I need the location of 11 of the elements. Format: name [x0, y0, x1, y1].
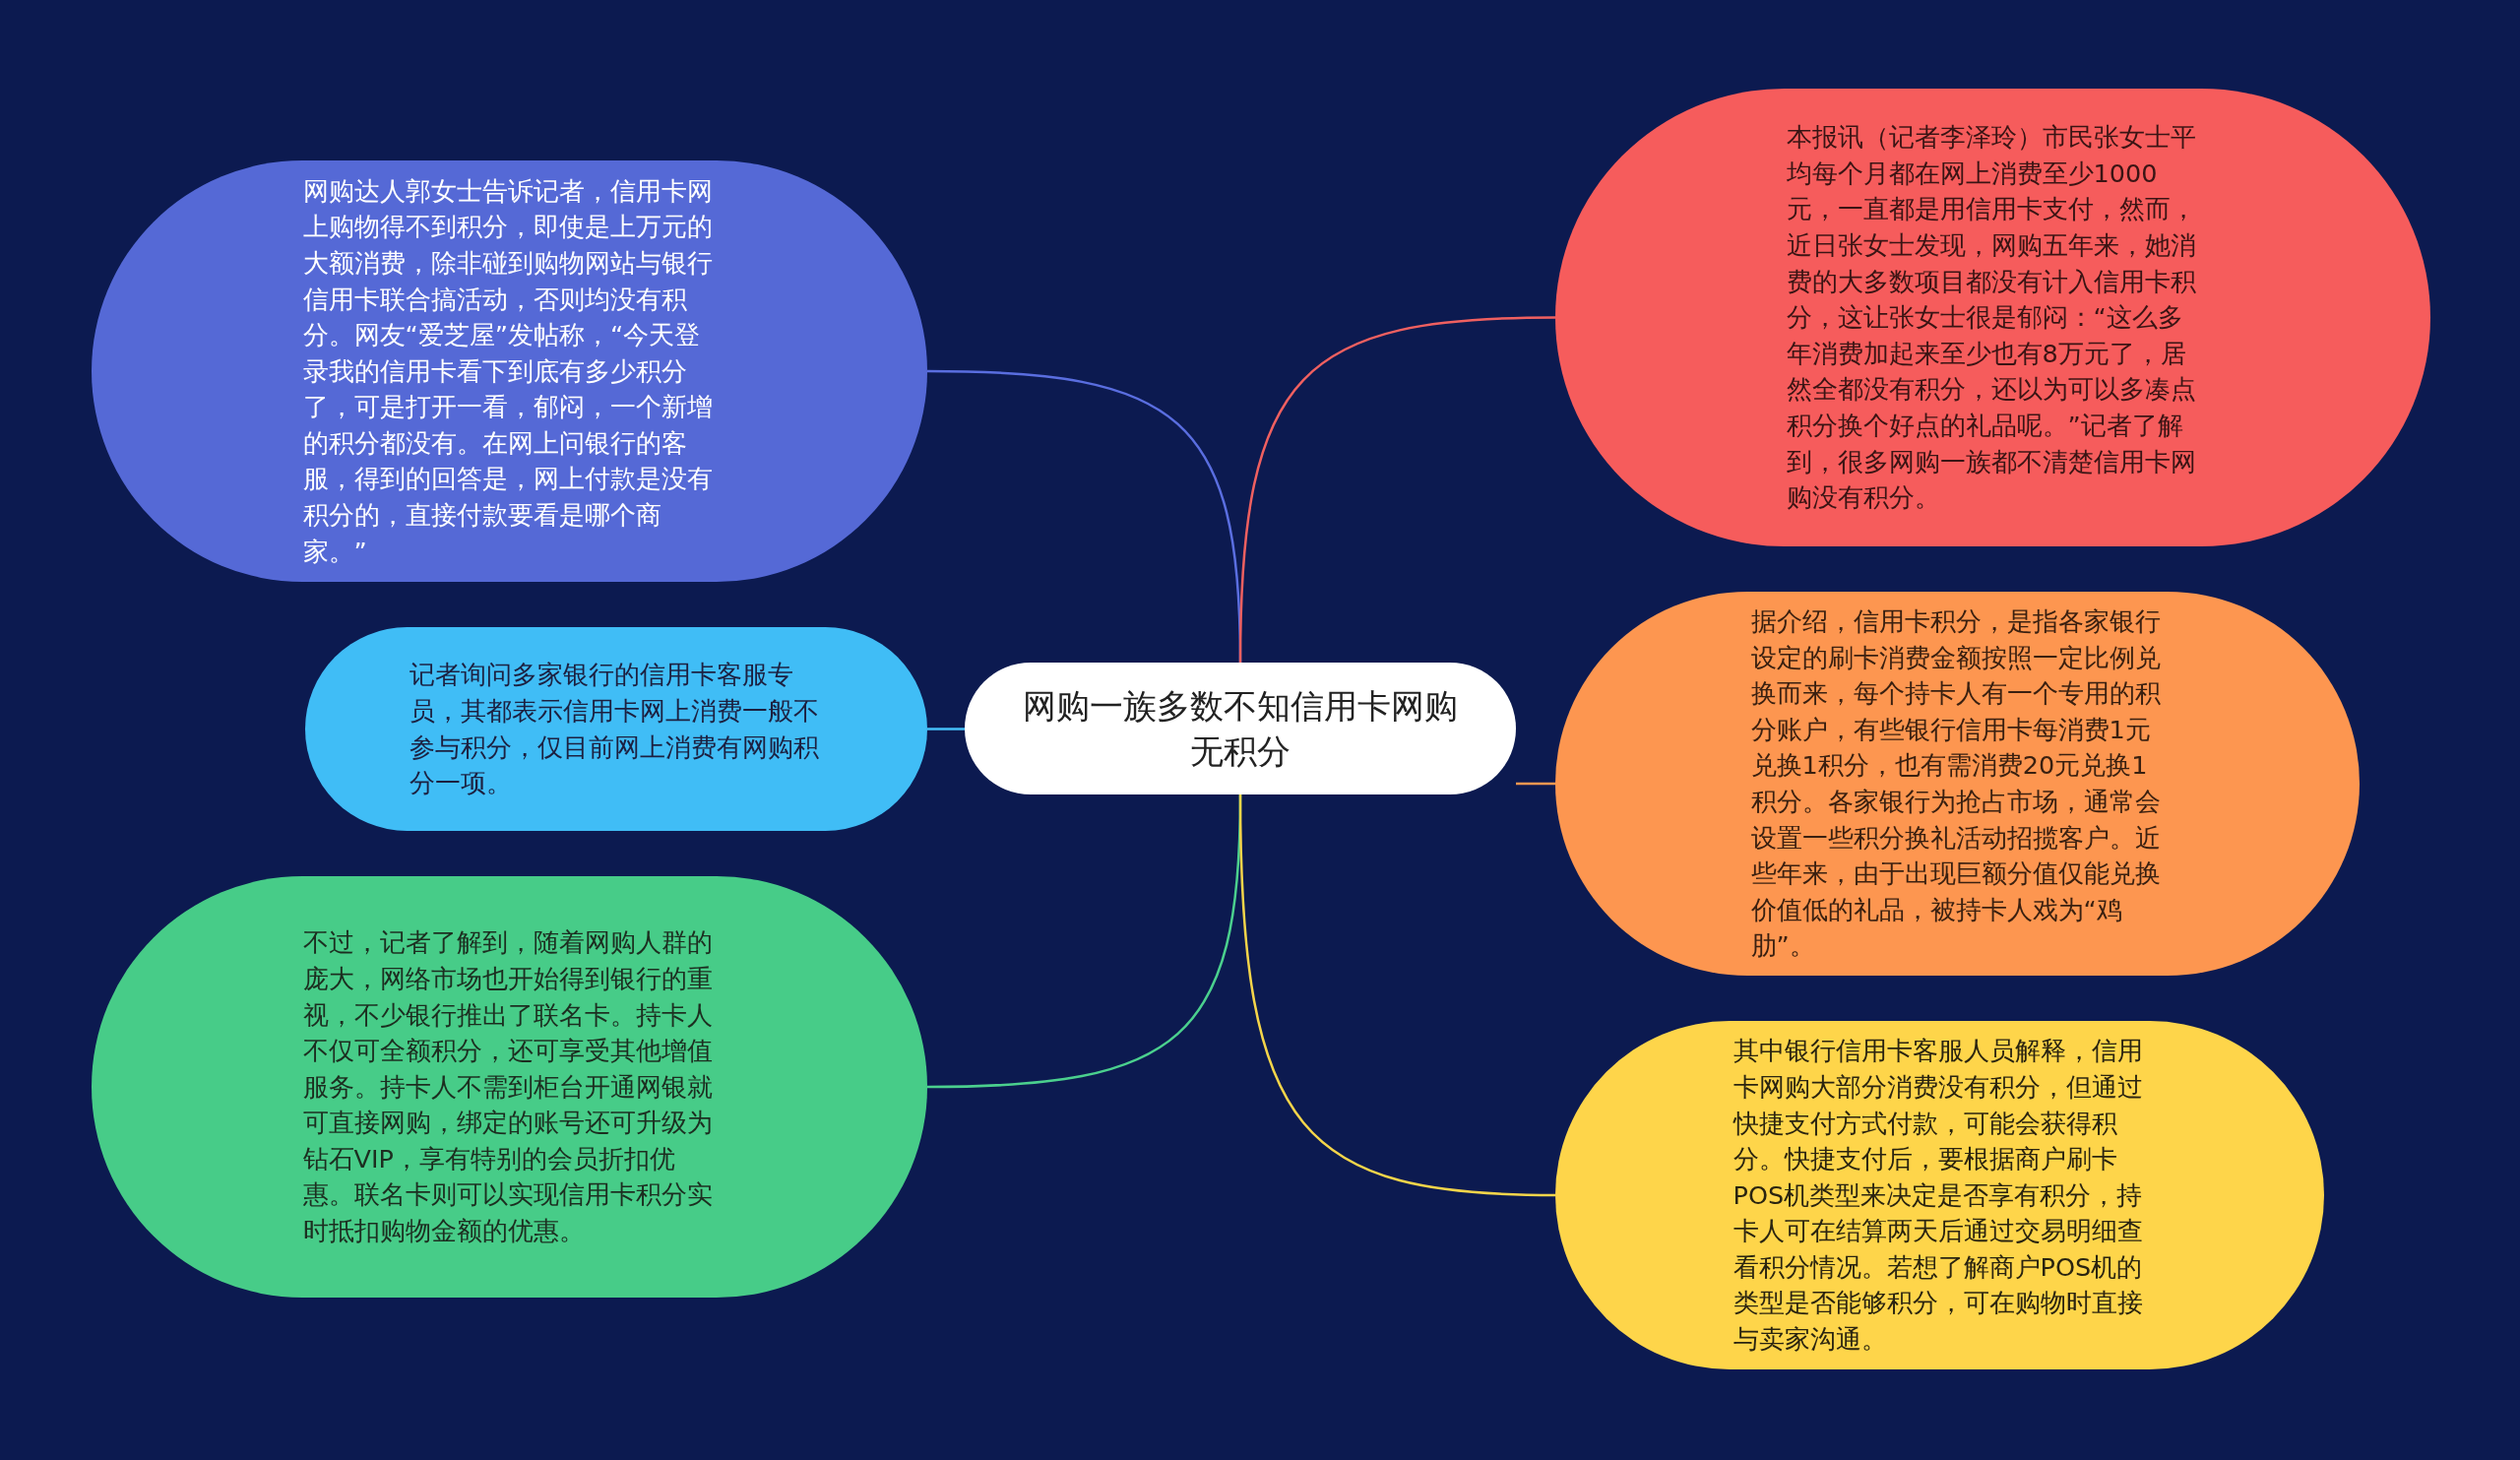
topic-title: 网购一族多数不知信用卡网购无积分 — [1022, 685, 1459, 773]
bubble-text: 网购达人郭女士告诉记者，信用卡网上购物得不到积分，即使是上万元的大额消费，除非碰到购物网站与银行信用卡联合搞活动，否则均没有积分。网友“爱芝屋”发帖称，“今天登录我的信用卡看下到底有多少积分了，可是打开一看，郁闷，一个新增的积分都没有。在网上问银行的客服，得到的回答是，网上付款是没有积分的，直接付款要看是哪个商家。” — [302, 174, 714, 568]
connector-line — [1238, 316, 1556, 664]
bubble-text: 据介绍，信用卡积分，是指各家银行设定的刷卡消费金额按照一定比例兑换而来，每个持卡人有一个专用的积分账户，有些银行信用卡每消费1元兑换1积分，也有需消费20元兑换1积分。各家银行为抢占市场，通常会设置一些积分换礼活动招揽客户。近些年来，由于出现巨额分值仅能兑换价值低的礼品，被持卡人戏为“鸡肋”。 — [1750, 605, 2162, 963]
bubble-text: 不过，记者了解到，随着网购人群的庞大，网络市场也开始得到银行的重视，不少银行推出了联名卡。持卡人不仅可全额积分，还可享受其他增值服务。持卡人不需到柜台开通网银就可直接网购，绑定的账号还可升级为钻石VIP，享有特别的会员折扣优惠。联名卡则可以实现信用卡积分实时抵扣购物金额的优惠。 — [302, 926, 714, 1248]
connector-line — [927, 728, 965, 730]
bubble-text: 记者询问多家银行的信用卡客服专员，其都表示信用卡网上消费一般不参与积分，仅目前网上消费有网购积分一项。 — [410, 659, 820, 800]
connector-line — [1516, 782, 1555, 786]
bubble-text: 本报讯（记者李泽玲）市民张女士平均每个月都在网上消费至少1000元，一直都是用信用卡支付，然而，近日张女士发现，网购五年来，她消费的大多数项目都没有计入信用卡积分，这让张女士很是郁闷：“这么多年消费加起来至少也有8万元了，居然全都没有积分，还以为可以多凑点积分换个好点的礼品呢。”记者了解到，很多网购一族都不清楚信用卡网购没有积分。 — [1786, 121, 2197, 515]
bubble-text: 其中银行信用卡客服人员解释，信用卡网购大部分消费没有积分，但通过快捷支付方式付款，可能会获得积分。快捷支付后，要根据商户刷卡POS机类型来决定是否享有积分，持卡人可在结算两天后通过交易明细查看积分情况。若想了解商户POS机的类型是否能够积分，可在购物时直接与卖家沟通。 — [1732, 1035, 2144, 1357]
connector-line — [1238, 793, 1556, 1197]
